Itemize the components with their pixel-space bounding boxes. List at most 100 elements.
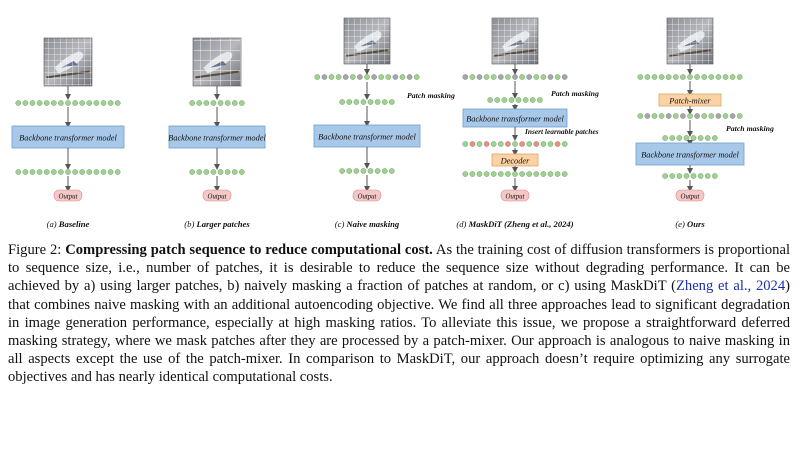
token-row <box>15 100 121 106</box>
backbone-model: Backbone transformer model <box>11 125 125 149</box>
patch-token <box>561 74 568 80</box>
token-row <box>339 168 395 174</box>
patch-token <box>381 99 388 105</box>
patch-token <box>490 74 497 80</box>
patch-token <box>529 97 536 103</box>
backbone-model: Backbone transformer model <box>168 125 267 149</box>
patch-token <box>512 74 518 80</box>
patch-token <box>406 74 413 80</box>
patch-token <box>371 74 377 80</box>
patch-token <box>701 74 708 80</box>
patch-token <box>462 171 469 177</box>
patch-token <box>210 169 217 175</box>
patch-token <box>357 74 363 80</box>
output-box <box>53 189 83 202</box>
patch-token <box>374 99 381 105</box>
patch-token <box>469 141 476 147</box>
patch-token <box>51 169 57 175</box>
patch-token <box>658 113 665 119</box>
patch-token <box>537 97 543 103</box>
panel-caption-text: (c) Naive masking <box>335 219 400 229</box>
backbone-model-label: Backbone transformer model <box>318 132 416 141</box>
patch-grid <box>44 38 92 86</box>
token-row <box>15 169 121 175</box>
patch-token <box>346 99 353 105</box>
patch-token <box>224 100 231 106</box>
patch-token <box>708 74 715 80</box>
backbone-model: Backbone transformer model <box>313 124 421 148</box>
patch-token <box>231 100 238 106</box>
patch-token <box>314 74 321 80</box>
patch-token <box>561 171 568 177</box>
output-box <box>675 189 705 202</box>
backbone-model: Backbone transformer model <box>462 108 568 128</box>
patch-token <box>662 173 668 179</box>
token-row-masked <box>637 113 743 119</box>
citation-link[interactable]: Zheng et al., 2024 <box>675 278 786 295</box>
patch-token <box>100 169 107 175</box>
patch-mixer: Patch-mixer <box>658 93 722 107</box>
token-row <box>189 169 245 175</box>
panel-caption: (a) Baseline <box>47 219 90 229</box>
patch-token <box>637 74 644 80</box>
patch-token <box>526 141 533 147</box>
patch-token <box>36 169 43 175</box>
patch-token <box>339 168 345 174</box>
patch-token <box>512 171 518 177</box>
patch-token <box>469 171 476 177</box>
patch-token <box>65 100 71 106</box>
patch-token <box>644 74 651 80</box>
patch-token <box>353 99 360 105</box>
output-node: Output <box>675 189 705 202</box>
token-row <box>637 74 743 80</box>
patch-token <box>704 135 711 141</box>
input-image <box>491 17 539 65</box>
patch-token <box>476 171 483 177</box>
patch-token <box>683 173 690 179</box>
patch-token <box>669 173 676 179</box>
patch-token <box>644 113 651 119</box>
patch-token <box>505 74 511 80</box>
output-box <box>352 189 382 202</box>
patch-token <box>349 74 356 80</box>
backbone-model-label: Backbone transformer model <box>19 133 117 142</box>
patch-grid <box>193 38 241 86</box>
patch-token <box>522 97 529 103</box>
patch-masking-label: Patch masking <box>407 91 455 100</box>
output-node: Output <box>500 189 530 202</box>
patch-token <box>469 74 476 80</box>
panel-caption: (d) MaskDiT (Zheng et al., 2024) <box>456 219 573 229</box>
output-box <box>500 189 530 202</box>
patch-token <box>497 74 504 80</box>
patch-token <box>381 168 388 174</box>
patch-token <box>224 169 231 175</box>
patch-token <box>36 100 43 106</box>
patch-token <box>687 74 693 80</box>
patch-token <box>189 100 195 106</box>
patch-token <box>494 97 501 103</box>
output-node: Output <box>53 189 83 202</box>
patch-token <box>694 74 700 80</box>
patch-token <box>715 113 722 119</box>
caption-text-part1: As the training cost of diffusion transf… <box>8 242 791 295</box>
patch-token <box>203 100 210 106</box>
token-row <box>189 100 245 106</box>
patch-token <box>687 113 693 119</box>
patch-token <box>43 169 50 175</box>
patch-token <box>547 141 554 147</box>
patch-token <box>690 173 697 179</box>
patch-token <box>51 100 57 106</box>
patch-token <box>58 169 64 175</box>
backbone-model-label: Backbone transformer model <box>168 133 266 142</box>
patch-token <box>519 141 525 147</box>
patch-token <box>346 168 353 174</box>
patch-token <box>231 169 238 175</box>
patch-token <box>665 113 672 119</box>
patch-token <box>505 141 511 147</box>
patch-token <box>72 169 78 175</box>
patch-token <box>483 74 490 80</box>
patch-token <box>508 97 515 103</box>
token-row <box>487 97 543 103</box>
patch-token <box>704 173 711 179</box>
patch-token <box>729 113 736 119</box>
